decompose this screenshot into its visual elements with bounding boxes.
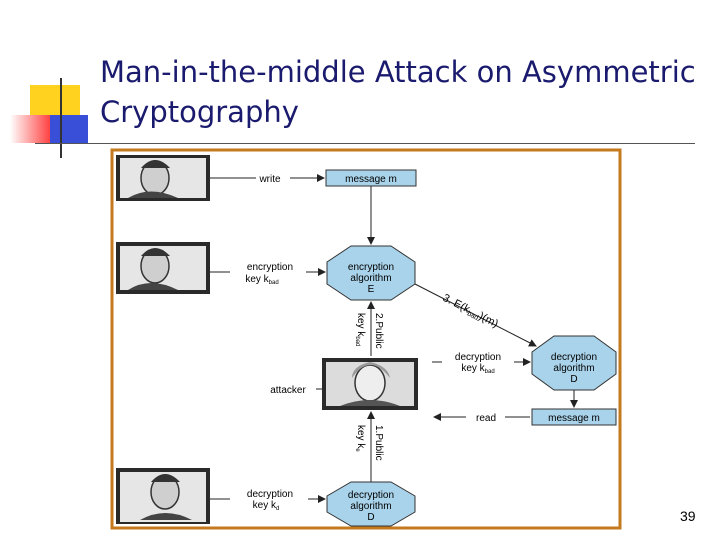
attacker-portrait xyxy=(322,358,418,410)
step2-label-1: 2.Public xyxy=(373,313,384,349)
attacker-label: attacker xyxy=(270,385,306,396)
enc-alg-line2: algorithm xyxy=(350,273,391,284)
page-number: 39 xyxy=(680,508,696,524)
dec-alg-bottom-line1: decryption xyxy=(348,490,394,501)
decor-blue-square xyxy=(50,115,88,143)
diagram-frame xyxy=(110,148,622,530)
dec-alg-right-line3: D xyxy=(570,374,577,385)
step1-label-1: 1.Public xyxy=(373,425,384,461)
receiver-portrait xyxy=(116,468,210,524)
page-title-line-1: Man-in-the-middle Attack on Asymmetric xyxy=(100,55,696,89)
decryption-algorithm-octagon-right xyxy=(531,335,617,391)
sender-portrait-1 xyxy=(116,155,210,201)
step1-label-2: key ke xyxy=(354,425,366,452)
write-label: write xyxy=(258,174,281,185)
dec-alg-right-line1: decryption xyxy=(551,352,597,363)
decor-vertical-line xyxy=(60,78,62,158)
decryption-key-bottom-label-1: decryption xyxy=(247,489,293,500)
message-m-box-bottom xyxy=(531,408,617,426)
step2-label-2: key kbad xyxy=(354,313,366,346)
decryption-key-mid-label-1: decryption xyxy=(455,352,501,363)
dec-alg-bottom-line3: D xyxy=(367,512,374,523)
enc-alg-line1: encryption xyxy=(348,262,394,273)
decor-red-bar xyxy=(10,115,55,143)
message-m-top-label: message m xyxy=(345,174,397,185)
encryption-key-label-2: key kbad xyxy=(245,274,278,286)
dec-alg-right-line2: algorithm xyxy=(553,363,594,374)
decryption-algorithm-octagon-bottom xyxy=(326,481,416,527)
enc-alg-line3: E xyxy=(368,284,375,295)
read-label: read xyxy=(476,413,496,424)
dec-alg-bottom-line2: algorithm xyxy=(350,501,391,512)
decryption-key-mid-label-2: key kbad xyxy=(461,363,494,375)
encryption-algorithm-octagon xyxy=(326,245,416,301)
page-title-line-2: Cryptography xyxy=(100,95,299,129)
decryption-key-bottom-label-2: key kd xyxy=(253,500,280,512)
message-m-bottom-label: message m xyxy=(548,413,600,424)
sender-portrait-2 xyxy=(116,242,210,294)
encryption-key-label-1: encryption xyxy=(247,262,293,273)
decor-horizontal-line xyxy=(35,143,695,144)
